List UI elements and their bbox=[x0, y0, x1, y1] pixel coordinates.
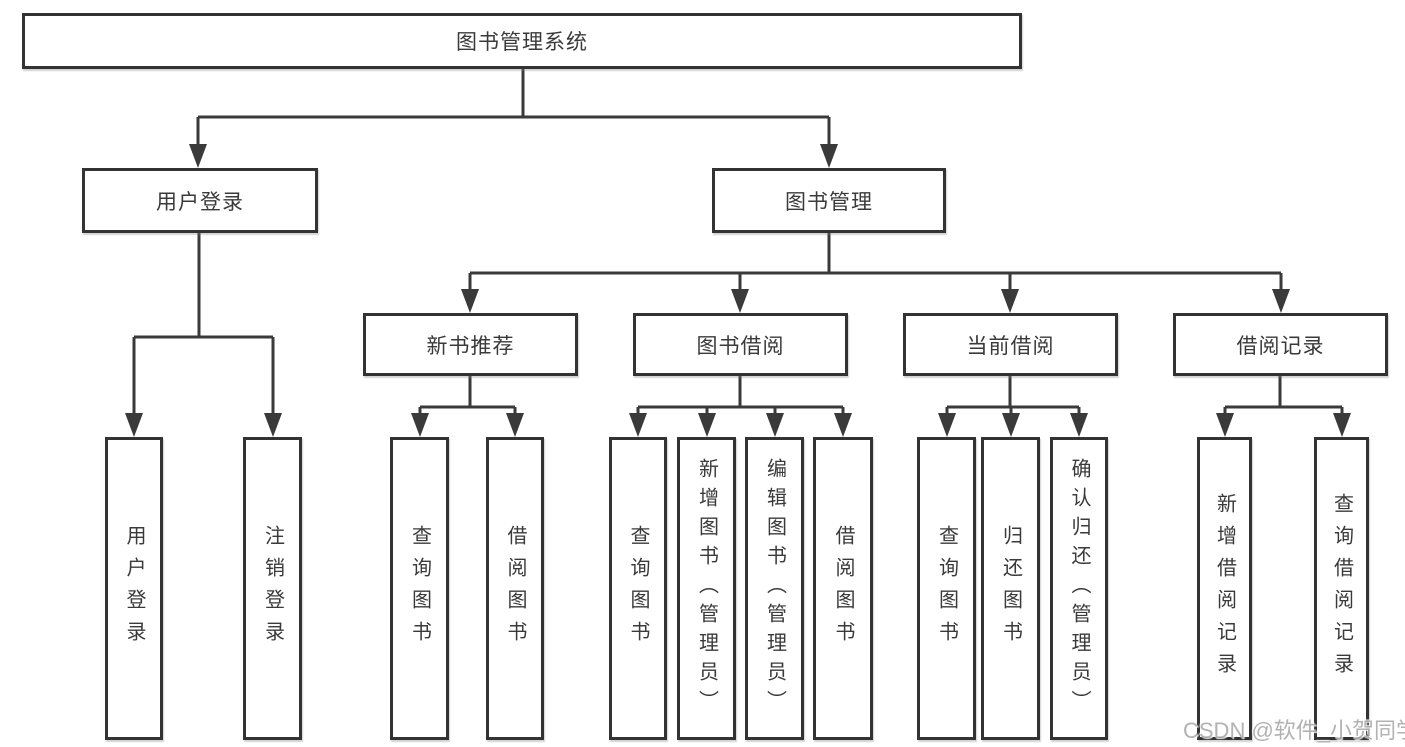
node-leaf-return-book-label: 归还图书 bbox=[999, 524, 1022, 653]
node-leaf-add-book-admin: 新增图书（管理员） bbox=[677, 437, 736, 740]
node-root: 图书管理系统 bbox=[22, 13, 1022, 69]
node-leaf-logout: 注销登录 bbox=[243, 437, 302, 740]
node-leaf-return-book: 归还图书 bbox=[981, 437, 1040, 740]
node-user-login-group-label: 用户登录 bbox=[156, 190, 244, 214]
node-leaf-add-borrow-record-label: 新增借阅记录 bbox=[1213, 492, 1236, 685]
node-leaf-borrow-books-1-label: 借阅图书 bbox=[504, 524, 526, 653]
connector-borrowrecords-to-leaves bbox=[1216, 376, 1351, 437]
node-leaf-edit-book-admin-label: 编辑图书（管理员） bbox=[763, 458, 786, 719]
node-user-login-group: 用户登录 bbox=[82, 168, 318, 233]
node-leaf-logout-label: 注销登录 bbox=[261, 524, 284, 653]
connector-bookmgmt-to-level3 bbox=[461, 233, 1290, 313]
node-leaf-query-books-1: 查询图书 bbox=[390, 437, 449, 740]
node-leaf-add-borrow-record: 新增借阅记录 bbox=[1197, 437, 1252, 740]
node-borrow-records-label: 借阅记录 bbox=[1236, 334, 1325, 358]
node-leaf-query-borrow-record-label: 查询借阅记录 bbox=[1330, 492, 1353, 685]
node-leaf-query-books-2-label: 查询图书 bbox=[627, 524, 649, 653]
node-new-book-recommend: 新书推荐 bbox=[363, 313, 578, 376]
node-leaf-edit-book-admin: 编辑图书（管理员） bbox=[745, 437, 804, 740]
node-current-borrow-label: 当前借阅 bbox=[966, 334, 1055, 358]
connector-userlogin-to-leaves bbox=[125, 233, 282, 437]
node-leaf-user-login-label: 用户登录 bbox=[123, 524, 145, 653]
connector-bookborrow-to-leaves bbox=[629, 376, 852, 437]
node-leaf-query-books-3-label: 查询图书 bbox=[935, 524, 958, 653]
node-leaf-query-books-1-label: 查询图书 bbox=[408, 524, 431, 653]
node-leaf-borrow-books-2: 借阅图书 bbox=[813, 437, 873, 740]
node-leaf-confirm-return-admin-label: 确认归还（管理员） bbox=[1068, 458, 1090, 719]
watermark: CSDN @软件_小贺同学 bbox=[1183, 718, 1405, 743]
node-book-borrow: 图书借阅 bbox=[633, 313, 848, 376]
node-leaf-user-login: 用户登录 bbox=[105, 437, 163, 740]
node-book-borrow-label: 图书借阅 bbox=[696, 334, 785, 358]
node-leaf-add-book-admin-label: 新增图书（管理员） bbox=[695, 458, 718, 719]
node-leaf-query-books-3: 查询图书 bbox=[917, 437, 976, 740]
node-leaf-borrow-books-2-label: 借阅图书 bbox=[832, 524, 854, 653]
node-leaf-confirm-return-admin: 确认归还（管理员） bbox=[1050, 437, 1108, 740]
node-book-management-group: 图书管理 bbox=[712, 168, 946, 233]
node-root-label: 图书管理系统 bbox=[456, 31, 588, 54]
connector-root-to-level2 bbox=[189, 69, 838, 168]
node-borrow-records: 借阅记录 bbox=[1173, 313, 1388, 376]
node-book-management-group-label: 图书管理 bbox=[785, 190, 873, 214]
node-leaf-borrow-books-1: 借阅图书 bbox=[486, 437, 544, 740]
node-new-book-recommend-label: 新书推荐 bbox=[426, 334, 515, 358]
connector-currentborrow-to-leaves bbox=[938, 376, 1088, 437]
node-current-borrow: 当前借阅 bbox=[903, 313, 1118, 376]
connector-newbookrec-to-leaves bbox=[411, 376, 524, 437]
node-leaf-query-books-2: 查询图书 bbox=[609, 437, 667, 740]
node-leaf-query-borrow-record: 查询借阅记录 bbox=[1314, 437, 1369, 740]
